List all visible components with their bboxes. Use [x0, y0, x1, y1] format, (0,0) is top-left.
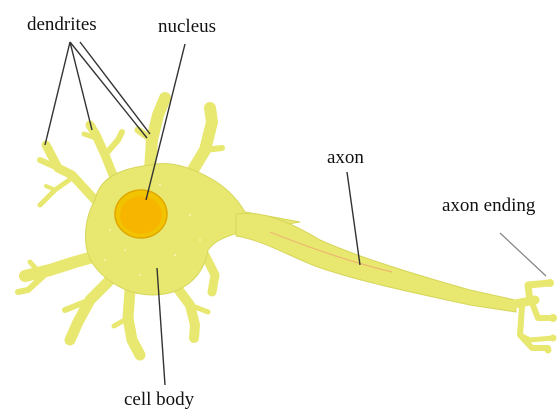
dendrite-right-upper-twig: [205, 148, 222, 150]
label-axon: axon: [327, 148, 364, 167]
terminal-bulb: [550, 335, 557, 342]
terminal-bulb: [545, 347, 552, 354]
nucleus-inner: [120, 196, 162, 234]
terminal-bulb: [546, 279, 554, 287]
dendrites-pointer-4: [80, 42, 150, 134]
terminal-bulb: [549, 314, 557, 322]
label-dendrites: dendrites: [27, 15, 97, 34]
axon-ending-lower2: [520, 335, 553, 340]
label-nucleus: nucleus: [158, 17, 216, 36]
axon-shape: [236, 213, 516, 312]
dendrite-bottom: [128, 290, 140, 355]
dendrite-bottom-right: [175, 285, 195, 338]
label-axon-ending: axon ending: [442, 196, 535, 215]
dendrite-right-lower: [205, 255, 215, 292]
dendrites-pointer-1: [45, 42, 70, 145]
dendrite-upper-mid-twig: [105, 132, 122, 155]
axon-pointer: [347, 172, 360, 265]
axon-ending-pointer: [500, 233, 546, 276]
dendrite-upper-mid: [90, 125, 115, 180]
label-cell-body: cell body: [124, 390, 194, 409]
dendrite-right-upper: [190, 108, 212, 175]
dendrite-lower-left: [70, 280, 110, 340]
dendrite-upper-left-twig3: [46, 186, 55, 190]
axon-ending-branches: [510, 283, 553, 348]
